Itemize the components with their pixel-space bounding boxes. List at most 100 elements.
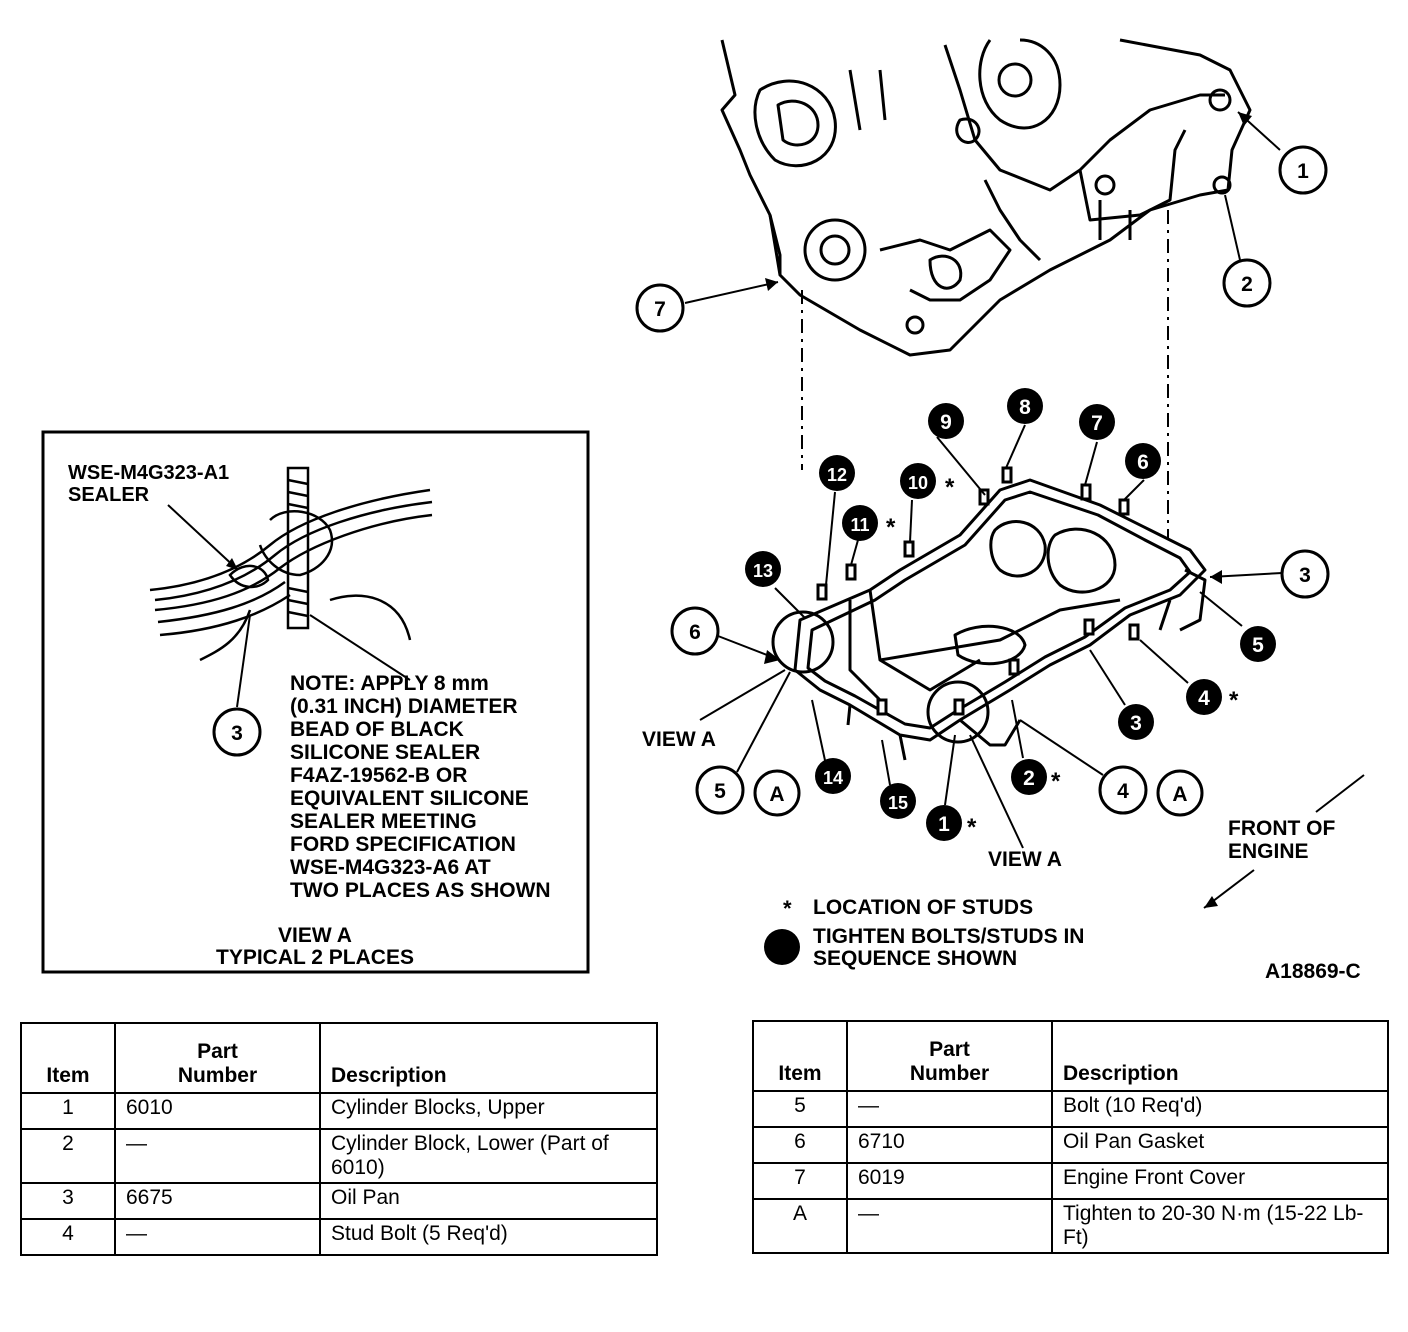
svg-text:1: 1 [938, 813, 950, 836]
svg-text:2: 2 [1241, 273, 1253, 296]
svg-text:BEAD OF BLACK: BEAD OF BLACK [290, 718, 464, 741]
svg-text:*: * [886, 514, 896, 541]
svg-text:FORD SPECIFICATION: FORD SPECIFICATION [290, 833, 516, 856]
tightening-sequence: 9 8 7 6 12 10 11 13 5 4 3 14 15 2 1 [745, 388, 1276, 841]
view-a-label-left: VIEW A [642, 728, 716, 751]
svg-text:2: 2 [1023, 767, 1035, 790]
view-a-circles [771, 610, 990, 744]
table-row: A — Tighten to 20-30 N·m (15-22 Lb-Ft) [752, 1198, 1389, 1254]
callout-5: 5 [695, 765, 745, 815]
alignment-lines [801, 210, 1169, 540]
inset-gasket-drawing [149, 466, 433, 662]
svg-text:6: 6 [1137, 451, 1149, 474]
callout-3: 3 [1280, 549, 1330, 599]
svg-text:A: A [769, 783, 784, 806]
seq-11: 11 [842, 505, 878, 541]
header-description: Description [319, 1022, 658, 1094]
table-row: 7 6019 Engine Front Cover [752, 1162, 1389, 1200]
figure-id: A18869-C [1265, 960, 1361, 983]
callouts-plain: 1 2 7 3 6 5 4 A A [635, 145, 1330, 817]
view-a-inset: WSE-M4G323-A1 SEALER 3 NOTE: APPLY 8 mm … [41, 430, 590, 974]
svg-text:5: 5 [714, 780, 726, 803]
svg-text:WSE-M4G323-A6 AT: WSE-M4G323-A6 AT [290, 856, 491, 879]
seq-14: 14 [815, 758, 851, 794]
seq-5: 5 [1240, 626, 1276, 662]
seq-13: 13 [745, 551, 781, 587]
svg-text:15: 15 [888, 793, 908, 813]
legend-stud-symbol: * [783, 896, 792, 921]
svg-text:3: 3 [1299, 564, 1311, 587]
svg-text:*: * [945, 474, 955, 501]
pan-bolts [816, 466, 1140, 716]
svg-text:*: * [1229, 687, 1239, 714]
svg-text:1: 1 [1297, 160, 1309, 183]
inset-caption-line2: TYPICAL 2 PLACES [216, 946, 414, 969]
inset-callout-3: 3 [231, 722, 243, 745]
svg-text:12: 12 [827, 465, 847, 485]
inset-note: NOTE: APPLY 8 mm (0.31 INCH) DIAMETER BE… [290, 672, 551, 902]
svg-text:11: 11 [850, 515, 869, 535]
view-a-label-right: VIEW A [988, 848, 1062, 871]
callout-2: 2 [1222, 258, 1272, 308]
inset-caption-line1: VIEW A [278, 924, 352, 947]
svg-text:(0.31 INCH) DIAMETER: (0.31 INCH) DIAMETER [290, 695, 518, 718]
seq-15: 15 [880, 783, 916, 819]
seq-1: 1 [926, 805, 962, 841]
svg-text:SEALER MEETING: SEALER MEETING [290, 810, 477, 833]
svg-text:TWO PLACES AS SHOWN: TWO PLACES AS SHOWN [290, 879, 551, 902]
seq-6: 6 [1125, 443, 1161, 479]
seq-8: 8 [1007, 388, 1043, 424]
svg-text:6: 6 [689, 621, 701, 644]
table-row: 2 — Cylinder Block, Lower (Part of 6010) [20, 1128, 658, 1184]
table-row: 5 — Bolt (10 Req'd) [752, 1090, 1389, 1128]
callout-a-right: A [1156, 769, 1204, 817]
inset-sealer-line1: WSE-M4G323-A1 [68, 462, 229, 484]
legend-stud-text: LOCATION OF STUDS [813, 896, 1033, 919]
seq-7: 7 [1079, 404, 1115, 440]
table-row: 1 6010 Cylinder Blocks, Upper [20, 1092, 658, 1130]
svg-text:8: 8 [1019, 396, 1031, 419]
callout-1: 1 [1278, 145, 1328, 195]
svg-text:9: 9 [940, 411, 952, 434]
stud-markers: * * * * * [886, 474, 1239, 841]
table-row: 6 6710 Oil Pan Gasket [752, 1126, 1389, 1164]
svg-text:3: 3 [1130, 712, 1142, 735]
seq-10: 10 [900, 463, 936, 499]
legend-sequence-line2: SEQUENCE SHOWN [813, 947, 1017, 970]
svg-text:NOTE: APPLY 8 mm: NOTE: APPLY 8 mm [290, 672, 489, 695]
header-item: Item [20, 1022, 116, 1094]
inset-sealer-line2: SEALER [68, 484, 150, 506]
table-row: 3 6675 Oil Pan [20, 1182, 658, 1220]
svg-text:7: 7 [654, 298, 666, 321]
seq-3: 3 [1118, 704, 1154, 740]
legend-sequence-dot [764, 929, 800, 965]
table-row: 4 — Stud Bolt (5 Req'd) [20, 1218, 658, 1256]
svg-text:EQUIVALENT SILICONE: EQUIVALENT SILICONE [290, 787, 529, 810]
svg-text:*: * [1051, 768, 1061, 795]
callout-a-left: A [753, 769, 801, 817]
callout-7: 7 [635, 283, 685, 333]
svg-text:4: 4 [1198, 687, 1210, 710]
svg-text:*: * [967, 814, 977, 841]
seq-2: 2 [1011, 759, 1047, 795]
svg-text:F4AZ-19562-B OR: F4AZ-19562-B OR [290, 764, 467, 787]
oil-pan-diagram: 1 2 7 3 6 5 4 A A 9 8 7 6 12 10 11 13 5 … [41, 38, 1365, 983]
svg-text:13: 13 [753, 561, 773, 581]
engine-block-illustration [720, 38, 1252, 357]
svg-text:7: 7 [1091, 412, 1103, 435]
legend: * LOCATION OF STUDS TIGHTEN BOLTS/STUDS … [764, 896, 1084, 970]
callout-4: 4 [1098, 765, 1148, 815]
callout-6: 6 [670, 606, 720, 656]
svg-text:10: 10 [908, 473, 928, 493]
arrowheads [764, 112, 1252, 908]
header-item: Item [752, 1020, 848, 1092]
legend-sequence-line1: TIGHTEN BOLTS/STUDS IN [813, 925, 1084, 948]
seq-9: 9 [928, 403, 964, 439]
seq-12: 12 [819, 455, 855, 491]
header-description: Description [1051, 1020, 1389, 1092]
